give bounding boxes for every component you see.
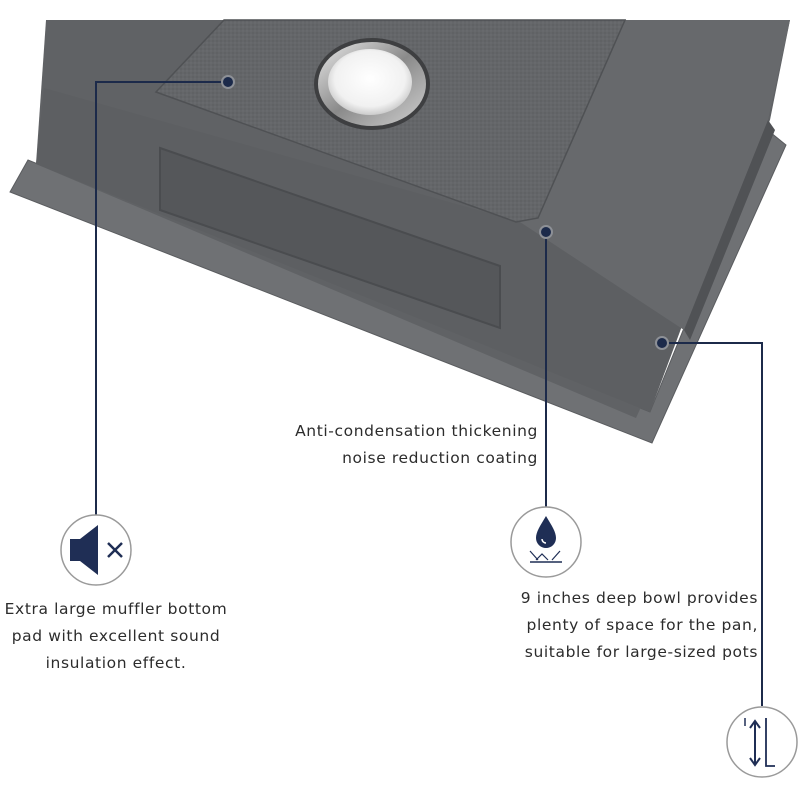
coating-callout-dot [539, 225, 553, 239]
callout-dots [221, 75, 669, 350]
depth-text-line: plenty of space for the pan, [526, 616, 758, 634]
coating-text-line: Anti-condensation thickening [295, 422, 538, 440]
coating-feature-text: Anti-condensation thickening noise reduc… [295, 418, 538, 472]
depth-text-line: 9 inches deep bowl provides [520, 589, 758, 607]
muffler-text-line: Extra large muffler bottom [4, 600, 228, 618]
muffler-text-line: pad with excellent sound [11, 627, 221, 645]
coating-text-line: noise reduction coating [342, 449, 538, 467]
muffler-feature-text: Extra large muffler bottom pad with exce… [0, 596, 232, 677]
front-panel-recess [159, 146, 501, 330]
speaker-mute-icon [60, 514, 132, 586]
muffler-callout-dot [221, 75, 235, 89]
depth-text-line: suitable for large-sized pots [524, 643, 758, 661]
drain-outlet [314, 38, 430, 130]
depth-callout-line [662, 342, 763, 706]
muffler-callout-line [95, 81, 228, 516]
muffler-text-line: insulation effect. [45, 654, 187, 672]
sink-side-lip [684, 120, 775, 340]
depth-callout-dot [655, 336, 669, 350]
depth-arrow-icon [726, 706, 798, 778]
callout-lines [95, 81, 763, 706]
depth-feature-text: 9 inches deep bowl provides plenty of sp… [521, 585, 758, 666]
water-drop-icon [510, 506, 582, 578]
